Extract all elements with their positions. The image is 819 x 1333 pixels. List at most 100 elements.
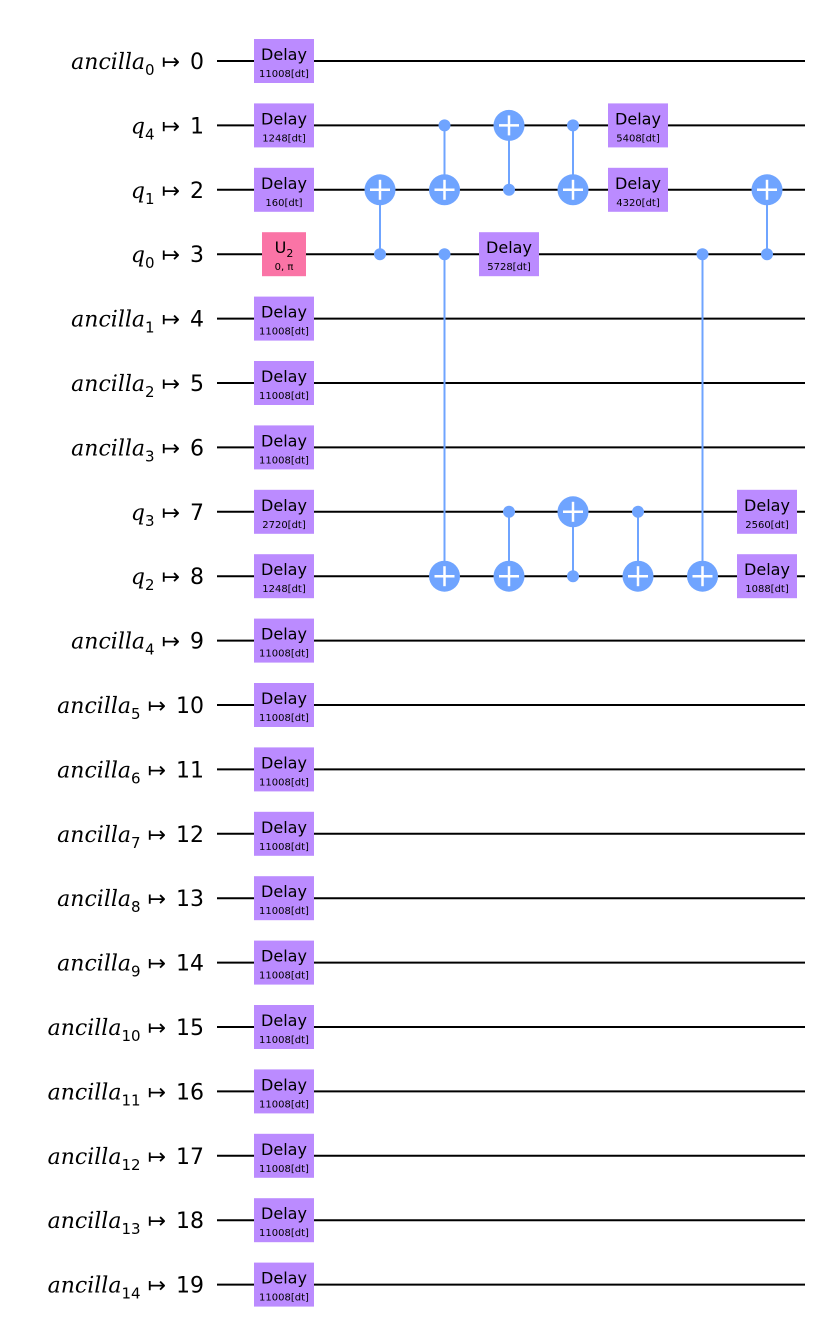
cnot-target-oplus	[751, 174, 783, 206]
qubit-label: ancilla13↦18	[48, 1209, 204, 1238]
gate-label: Delay	[744, 496, 790, 515]
qubit-name: ancilla	[48, 1080, 122, 1105]
gate-parameter: 1248[dt]	[262, 133, 306, 144]
gate-box	[254, 361, 314, 405]
gate-box	[254, 296, 314, 341]
qubit-name: ancilla	[71, 436, 145, 461]
cnot-gate	[557, 119, 589, 206]
gate-box	[608, 167, 668, 212]
gate-box	[254, 940, 314, 985]
gate-box	[254, 1133, 314, 1178]
qubit-label: ancilla5↦10	[57, 694, 204, 723]
qubit-label: ancilla0↦0	[71, 50, 204, 79]
gate-label: Delay	[261, 1140, 307, 1159]
physical-qubit-index: 17	[176, 1145, 204, 1170]
gate-box	[254, 425, 314, 470]
qubit-name: ancilla	[57, 758, 131, 783]
physical-qubit-index: 10	[176, 694, 204, 719]
gate-parameter: 11008[dt]	[259, 391, 309, 402]
gate-parameter: 11008[dt]	[259, 649, 309, 660]
maps-to-arrow: ↦	[148, 952, 166, 977]
delay-gate: Delay 1248[dt]	[254, 103, 314, 148]
gate-label-text: Delay	[486, 238, 532, 257]
gate-parameter: 4320[dt]	[616, 198, 660, 209]
gate-label-text: Delay	[261, 303, 307, 322]
gate-label-text: Delay	[744, 560, 790, 579]
gate-label: Delay	[261, 109, 307, 128]
qubit-label: ancilla6↦11	[57, 758, 204, 787]
physical-qubit-index: 14	[176, 952, 204, 977]
gate-box	[254, 1262, 314, 1307]
gate-label-text: Delay	[261, 625, 307, 644]
maps-to-arrow: ↦	[148, 1274, 166, 1299]
gate-box	[737, 489, 797, 534]
gates: Delay11008[dt]Delay1248[dt]Delay160[dt]U…	[254, 39, 797, 1307]
maps-to-arrow: ↦	[162, 308, 180, 333]
gate-label-text: Delay	[261, 109, 307, 128]
gate-parameter: 11008[dt]	[259, 842, 309, 853]
qubit-label: ancilla8↦13	[57, 887, 204, 916]
qubit-subscript: 7	[131, 834, 141, 852]
cnot-control-dot	[696, 248, 709, 261]
qubit-name: ancilla	[48, 1145, 122, 1170]
gate-parameter: 2560[dt]	[745, 520, 789, 531]
cnot-control-dot	[632, 505, 644, 518]
gate-box	[254, 747, 314, 792]
gate-label-text: Delay	[261, 753, 307, 772]
cnot-gate	[493, 505, 525, 592]
gate-label: Delay	[261, 947, 307, 966]
physical-qubit-index: 16	[176, 1080, 204, 1105]
gate-parameter: 11008[dt]	[259, 1293, 309, 1304]
gate-label: Delay	[261, 753, 307, 772]
qubit-label: ancilla11 ↦ 16	[48, 1080, 204, 1109]
cnot-target-oplus	[493, 560, 525, 592]
gate-box	[254, 554, 314, 599]
qubit-name: ancilla	[57, 952, 131, 977]
cnot-control-dot	[567, 119, 579, 132]
gate-parameter: 11008[dt]	[259, 455, 309, 466]
cnot-target-oplus	[557, 174, 589, 206]
gate-box	[254, 811, 314, 856]
gate-label-text: Delay	[261, 560, 307, 579]
qubit-name: ancilla	[48, 1274, 122, 1299]
maps-to-arrow: ↦	[148, 1080, 166, 1105]
maps-to-arrow: ↦	[162, 243, 180, 268]
gate-label: Delay	[261, 496, 307, 515]
gate-connectors	[364, 109, 783, 592]
cnot-gate	[622, 505, 654, 592]
u2-gate: U20, π	[262, 232, 306, 277]
qubit-subscript: 3	[145, 512, 155, 530]
gate-label: Delay	[261, 882, 307, 901]
maps-to-arrow: ↦	[162, 179, 180, 204]
gate-label-text: Delay	[261, 431, 307, 450]
gate-box	[254, 1005, 314, 1049]
qubit-label: ancilla3↦6	[71, 436, 204, 465]
maps-to-arrow: ↦	[148, 1209, 166, 1234]
gate-label: Delay	[261, 45, 307, 64]
gate-label-text: Delay	[261, 818, 307, 837]
qubit-subscript: 11	[121, 1091, 140, 1109]
qubit-name: q	[131, 243, 145, 268]
gate-parameter: 11008[dt]	[259, 1035, 309, 1046]
qubit-name: ancilla	[57, 694, 131, 719]
maps-to-arrow: ↦	[148, 1145, 166, 1170]
qubit-label: q3↦7	[131, 501, 204, 530]
qubit-name: ancilla	[71, 50, 145, 75]
gate-parameter: 11008[dt]	[259, 1099, 309, 1110]
qubit-name: q	[131, 179, 145, 204]
maps-to-arrow: ↦	[162, 114, 180, 139]
wires	[217, 60, 805, 1286]
qubit-name: q	[131, 501, 145, 526]
maps-to-arrow: ↦	[148, 758, 166, 783]
qubit-subscript: 4	[145, 641, 155, 659]
physical-qubit-index: 12	[176, 823, 204, 848]
gate-label: Delay	[261, 303, 307, 322]
